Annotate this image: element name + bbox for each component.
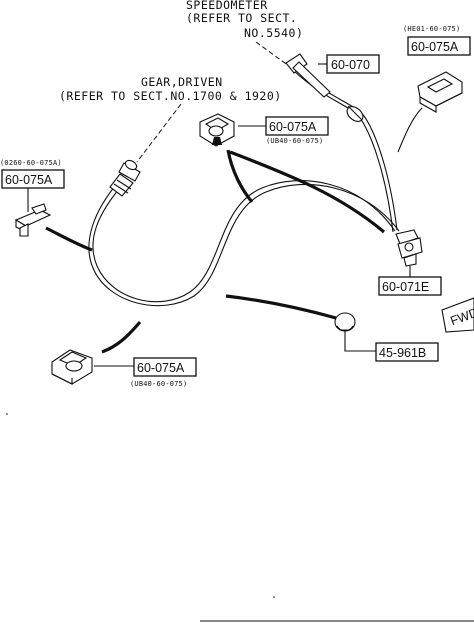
wedge-leader-left: [45, 226, 93, 252]
part-45-961b-label: 45-961B: [379, 346, 426, 360]
clip-60-071e-icon: [395, 229, 423, 267]
part-60-070-label: 60-070: [331, 58, 370, 72]
part-60-075a-center[interactable]: 60-075A: [265, 116, 329, 136]
part-60-075a-tr-label: 60-075A: [411, 40, 459, 54]
speedometer-callout: SPEEDOMETER (REFER TO SECT. NO.5540): [186, 0, 303, 40]
speedometer-line1: SPEEDOMETER: [186, 0, 268, 12]
cable-main-loop: [92, 180, 396, 303]
grommet-45-961b-icon: [334, 312, 356, 332]
part-60-075a-left-note: (0260-60-075A): [0, 159, 62, 167]
scan-dot: [6, 413, 8, 415]
gear-driven-callout: GEAR,DRIVEN (REFER TO SECT.NO.1700 & 192…: [59, 75, 282, 103]
part-60-075a-top-right[interactable]: 60-075A: [407, 36, 471, 56]
wedge-leader-grommet: [225, 294, 337, 320]
cable-upper-section: [292, 69, 394, 233]
speedometer-leader: [255, 41, 290, 67]
scan-dot: [273, 596, 275, 598]
part-60-075a-tr-note: (HE01-60-075): [403, 25, 460, 33]
clip-top-right-icon: [417, 71, 463, 113]
part-60-075a-left-label: 60-075A: [5, 173, 53, 187]
speedometer-line3: NO.5540): [244, 26, 303, 40]
gear-driven-end-fitting: [109, 159, 141, 197]
part-60-075a-center-label: 60-075A: [269, 120, 317, 134]
part-60-071e-label: 60-071E: [382, 280, 429, 294]
part-60-070[interactable]: 60-070: [326, 54, 380, 74]
speedometer-end-fitting: [285, 53, 364, 122]
clip-bottom-icon: [51, 349, 93, 385]
gear-driven-line2: (REFER TO SECT.NO.1700 & 1920): [59, 89, 282, 103]
cable-main-loop-outer: [88, 179, 400, 307]
wedge-leader-center-right: [229, 150, 386, 234]
wedge-leader-bottom: [101, 320, 142, 354]
gear-driven-line1: GEAR,DRIVEN: [141, 75, 223, 89]
wedge-leader-center-left: [226, 149, 254, 204]
part-60-075a-center-note: (UB40-60-075): [266, 137, 323, 145]
part-60-075a-left[interactable]: 60-075A: [1, 169, 65, 189]
part-60-075a-bottom[interactable]: 60-075A: [133, 357, 197, 377]
leader-45-961b: [344, 331, 376, 352]
gear-driven-leader: [136, 103, 182, 163]
clip-center-icon: [199, 113, 235, 147]
speedometer-line2: (REFER TO SECT.: [186, 11, 297, 25]
part-60-075a-bottom-label: 60-075A: [137, 361, 185, 375]
part-60-075a-bottom-note: (UB40-60-075): [130, 380, 187, 388]
clip-left-icon: [14, 203, 52, 237]
fwd-arrow: FWD: [441, 297, 474, 333]
part-45-961b[interactable]: 45-961B: [375, 342, 439, 362]
part-60-071e[interactable]: 60-071E: [378, 276, 442, 296]
leader-clip-top-right: [397, 107, 423, 153]
